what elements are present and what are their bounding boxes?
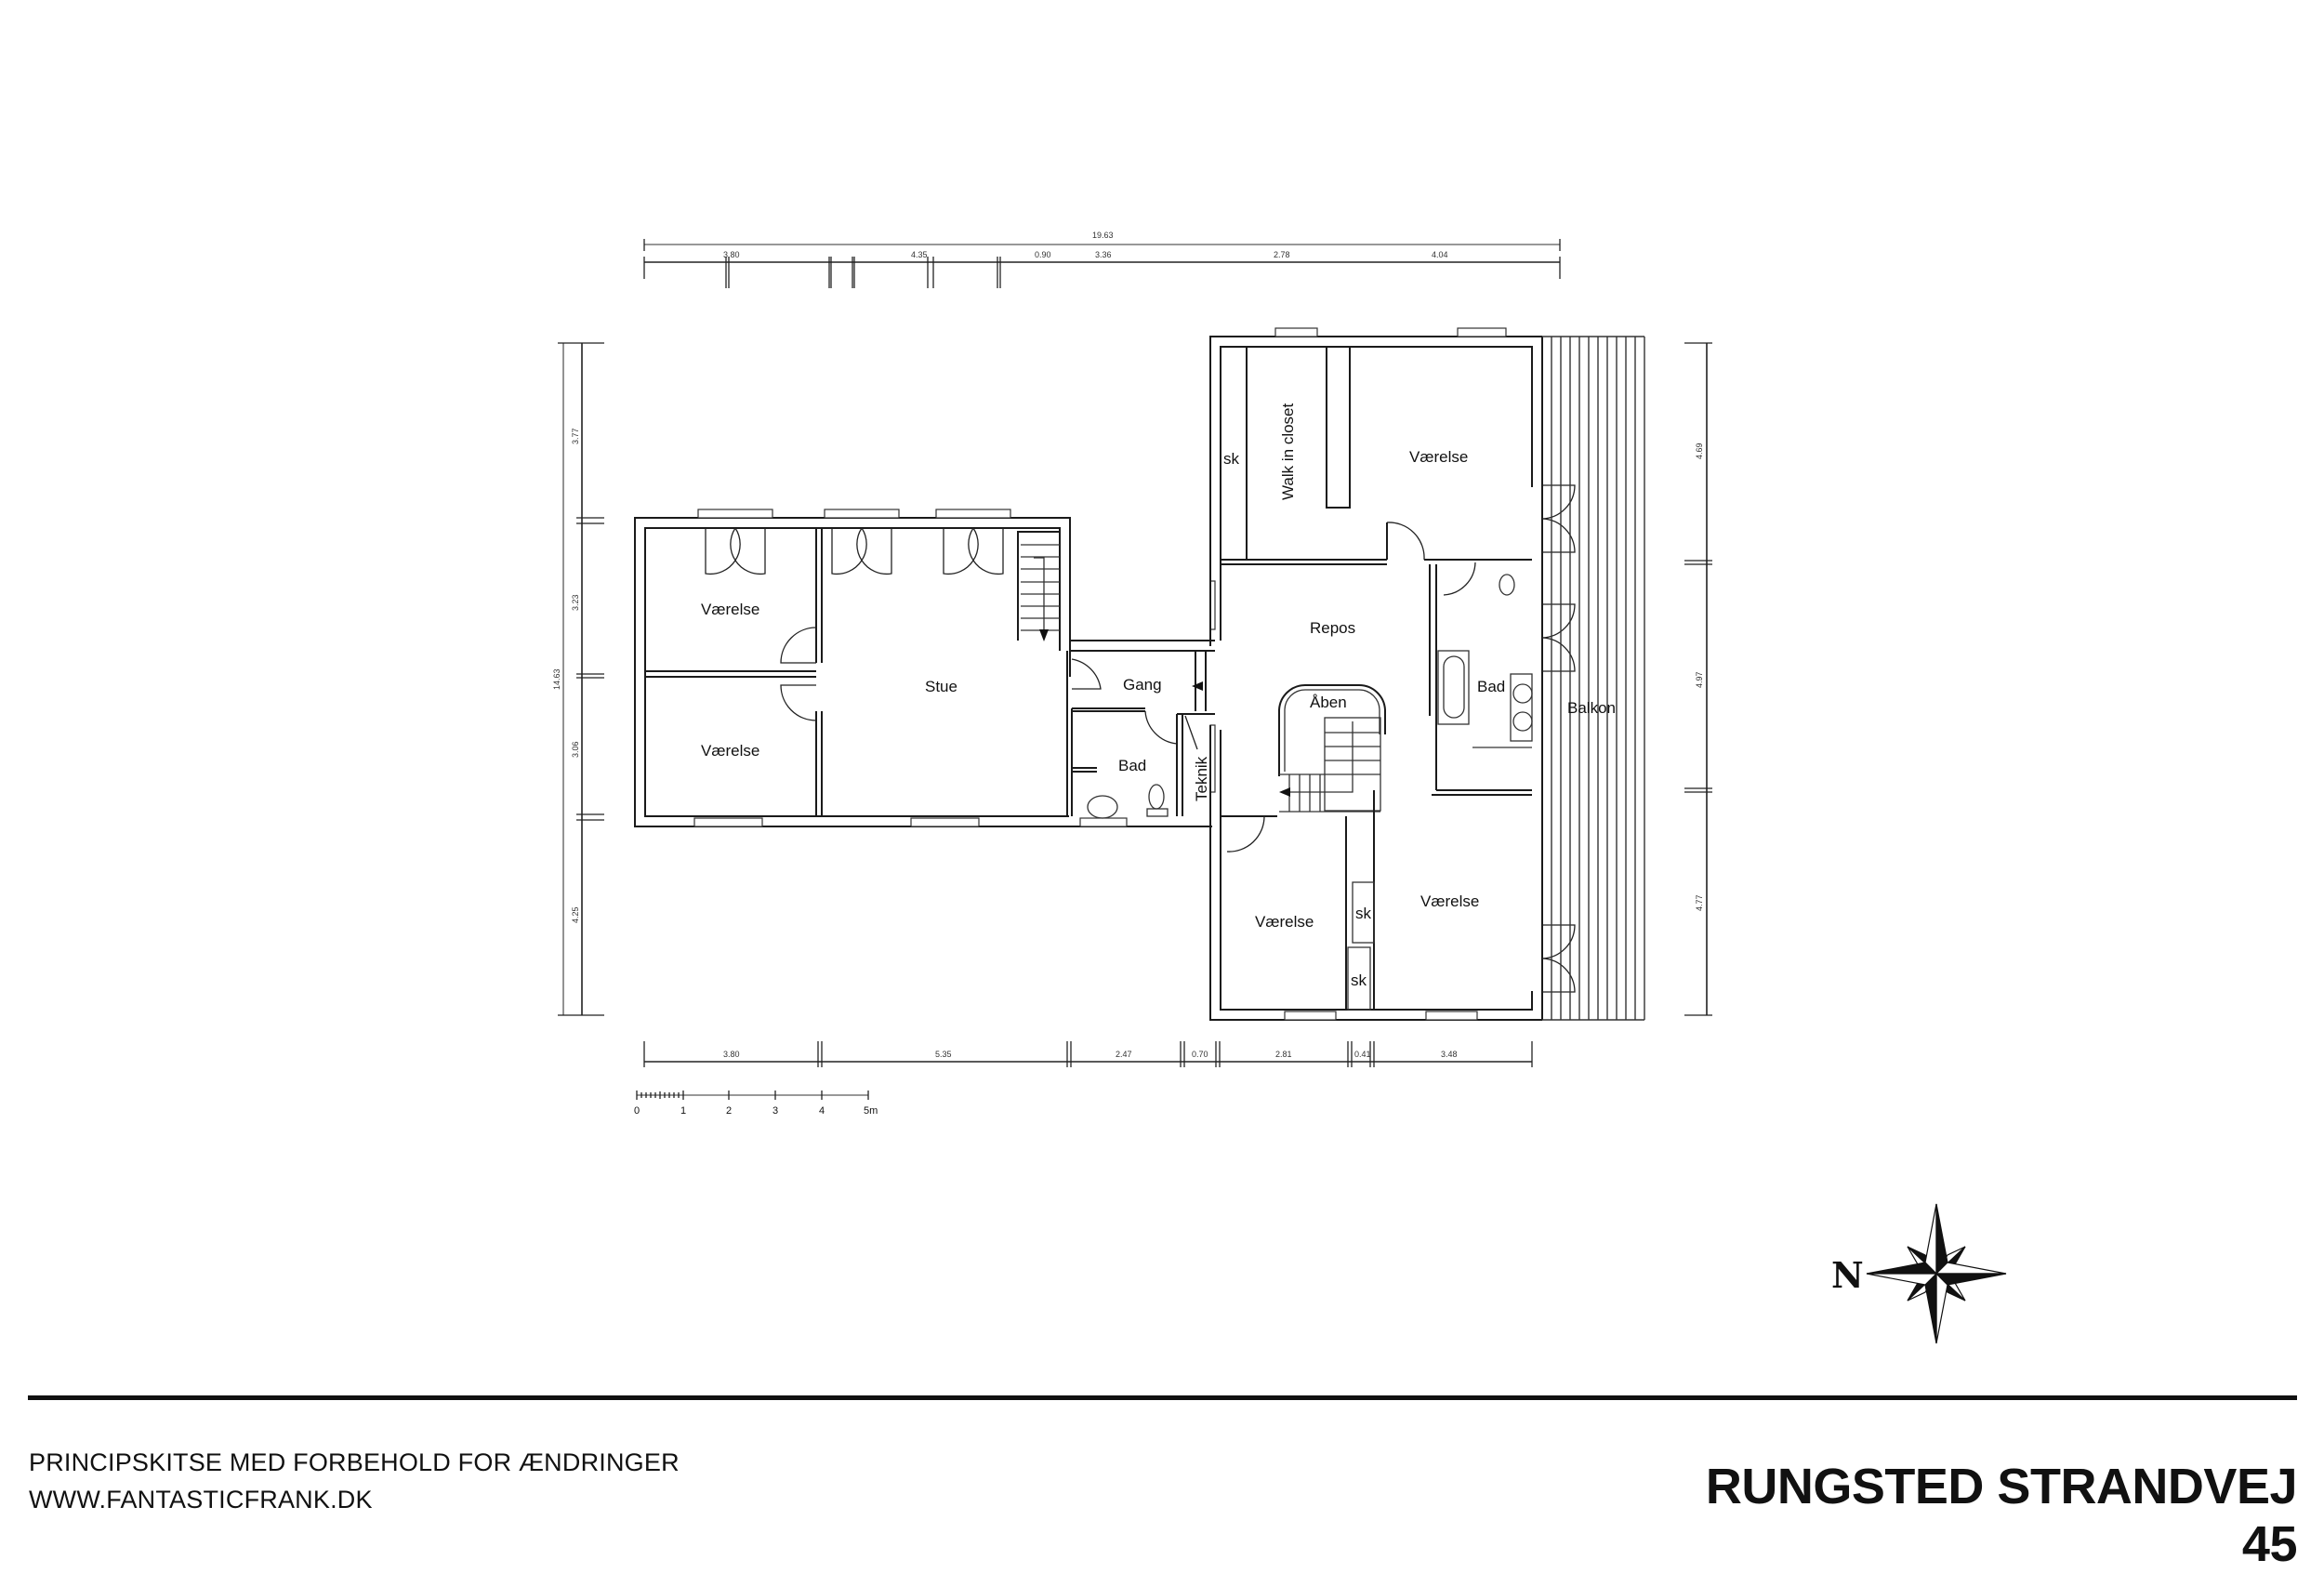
- dim-bottom-seg-7: 3.48: [1441, 1050, 1458, 1059]
- room-label-stue: Stue: [925, 678, 957, 695]
- dim-bottom-seg-1: 3.80: [723, 1050, 740, 1059]
- stair-arrow-icon: [1039, 629, 1049, 641]
- repos-stair: [1279, 721, 1380, 813]
- compass-rose: N: [1831, 1203, 2007, 1344]
- dim-bottom-seg-2: 5.35: [935, 1050, 952, 1059]
- dim-left-seg-3: 3.06: [571, 741, 580, 758]
- dim-right-seg-3: 4.77: [1695, 894, 1704, 911]
- dim-bottom-seg-6: 0.41: [1354, 1050, 1371, 1059]
- dim-left-total: 14.63: [552, 668, 561, 690]
- scale-bar: 0 1 2 3 4 5m: [634, 1091, 878, 1117]
- stair-arrow-icon: [1192, 681, 1203, 691]
- room-labels: Værelse Værelse Stue Gang Bad Teknik sk …: [701, 403, 1616, 989]
- footer-disclaimer: PRINCIPSKITSE MED FORBEHOLD FOR ÆNDRINGE…: [29, 1448, 680, 1476]
- north-label: N: [1831, 1254, 1864, 1296]
- dim-bottom-seg-4: 0.70: [1192, 1050, 1208, 1059]
- dim-top-seg-5: 2.78: [1274, 250, 1290, 259]
- dim-left-seg-4: 4.25: [571, 906, 580, 923]
- balcony-decking: [1542, 336, 1645, 1021]
- dim-left-seg-1: 3.77: [571, 428, 580, 444]
- scale-label-5: 5m: [864, 1105, 878, 1117]
- right-dimension-lines: 4.69 4.97 4.77: [1684, 342, 1712, 1016]
- compass-star-icon: [1866, 1203, 2007, 1344]
- dim-bottom-seg-5: 2.81: [1275, 1050, 1292, 1059]
- dim-left-seg-2: 3.23: [571, 594, 580, 611]
- room-label-sk: sk: [1223, 450, 1240, 468]
- dim-top-seg-1: 3.80: [723, 250, 740, 259]
- room-label-balkon: Balkon: [1567, 699, 1616, 717]
- room-label-gang: Gang: [1123, 676, 1162, 694]
- bottom-dimension-lines: 3.80 5.35 2.47 0.70 2.81 0.41 3.48: [643, 1041, 1533, 1067]
- dim-top-seg-2: 4.35: [911, 250, 928, 259]
- scale-label-0: 0: [634, 1105, 640, 1117]
- room-label-bad-small: Bad: [1118, 757, 1146, 774]
- room-label-walk-in-closet: Walk in closet: [1279, 403, 1297, 500]
- top-dimension-lines: 19.63 3.80 4.35 0.90 3.36 2.78 4.04: [643, 231, 1561, 288]
- address-title: RUNGSTED STRANDVEJ 45: [1705, 1459, 2298, 1572]
- scale-label-1: 1: [680, 1105, 686, 1117]
- room-label-vaerelse-ne: Værelse: [1409, 448, 1468, 466]
- dim-right-seg-2: 4.97: [1695, 671, 1704, 688]
- dim-top-seg-4: 3.36: [1095, 250, 1112, 259]
- room-label-vaerelse-sw: Værelse: [701, 742, 759, 760]
- stair-arrow-icon: [1279, 787, 1290, 797]
- room-label-sk-1: sk: [1355, 905, 1372, 922]
- dim-bottom-seg-3: 2.47: [1116, 1050, 1132, 1059]
- dim-right-seg-1: 4.69: [1695, 443, 1704, 459]
- scale-label-2: 2: [726, 1105, 732, 1117]
- room-label-vaerelse-nw: Værelse: [701, 601, 759, 618]
- dim-top-seg-3: 0.90: [1035, 250, 1051, 259]
- stue-stair: [1021, 544, 1060, 631]
- scale-label-4: 4: [819, 1105, 825, 1117]
- room-label-sk-2: sk: [1351, 972, 1367, 989]
- left-wing: [634, 509, 1216, 827]
- room-label-teknik: Teknik: [1193, 756, 1210, 801]
- dim-top-seg-6: 4.04: [1432, 250, 1448, 259]
- footer-divider: [28, 1395, 2297, 1400]
- right-wing: [1209, 327, 1645, 1021]
- left-dimension-lines: 3.77 3.23 3.06 4.25 14.63: [552, 342, 604, 1016]
- room-label-repos: Repos: [1310, 619, 1355, 637]
- room-label-bad-large: Bad: [1477, 678, 1505, 695]
- footer-website: WWW.FANTASTICFRANK.DK: [29, 1486, 373, 1514]
- scale-label-3: 3: [772, 1105, 778, 1117]
- dim-top-total: 19.63: [1092, 231, 1114, 240]
- room-label-aaben: Åben: [1310, 694, 1347, 711]
- room-label-vaerelse-s2: Værelse: [1420, 892, 1479, 910]
- room-label-vaerelse-s1: Værelse: [1255, 913, 1314, 931]
